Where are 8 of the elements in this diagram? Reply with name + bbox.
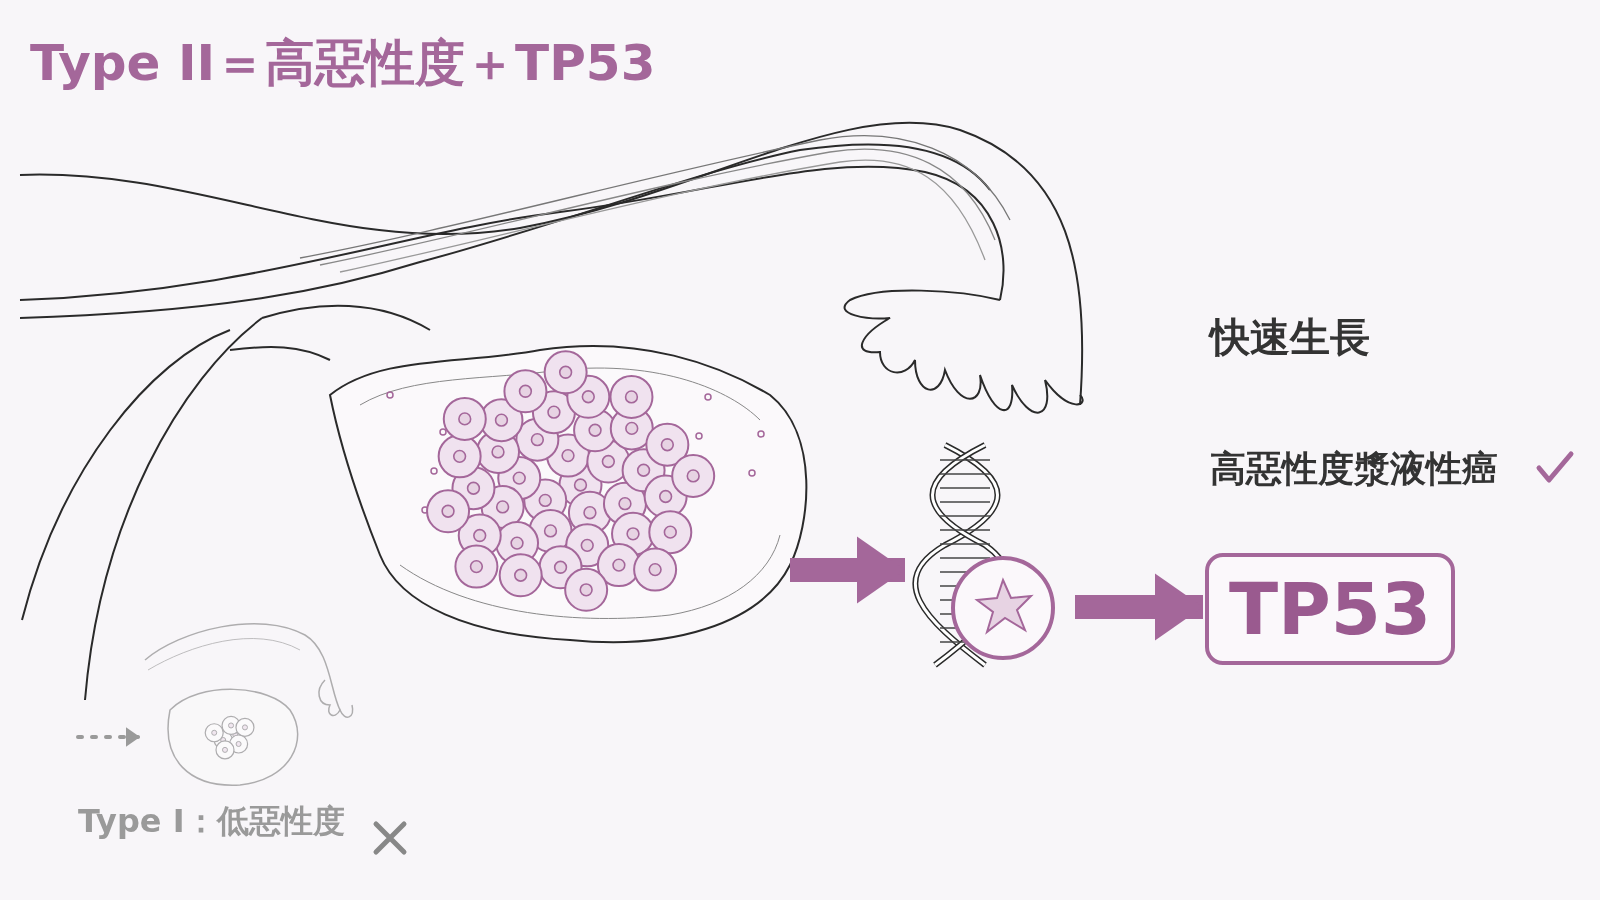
gene-box: TP53 [1205, 553, 1455, 665]
note-text: Type I：低惡性度 [78, 801, 345, 842]
arrow [1075, 573, 1203, 641]
arrow [76, 727, 142, 747]
note-text: 快速生長 [1210, 313, 1370, 362]
arrow [790, 536, 905, 604]
note-text: 高惡性度漿液性癌 [1210, 447, 1498, 491]
title: Type II＝高惡性度＋TP53 [30, 33, 656, 94]
